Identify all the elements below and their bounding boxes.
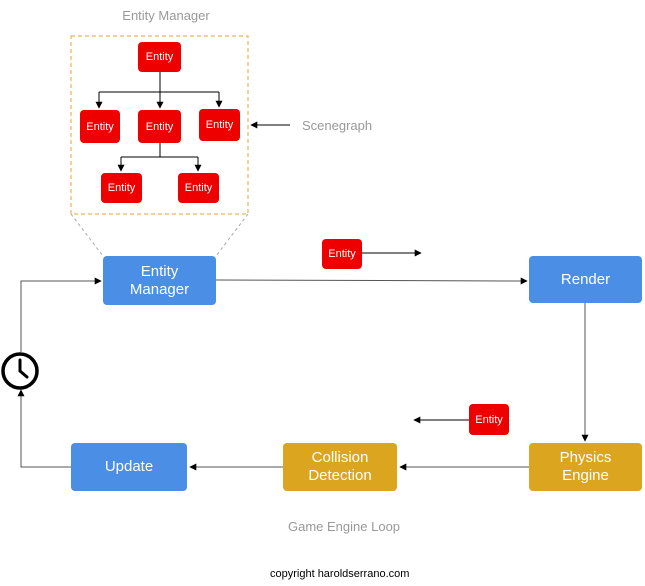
- entity-manager-dashed-frame: [70, 35, 249, 215]
- entity-to-render: Entity: [322, 239, 362, 269]
- scenegraph-grandchild-entity-left: Entity: [101, 173, 142, 203]
- entity-manager-line-1: Entity: [140, 262, 179, 280]
- clock-icon: [1, 352, 39, 390]
- physics-engine-node: Physics Engine: [529, 443, 642, 491]
- loop-caption: Game Engine Loop: [288, 519, 401, 534]
- scenegraph-child-entity-right: Entity: [199, 109, 240, 141]
- scenegraph-grandchild-entity-right: Entity: [178, 173, 219, 203]
- entity-from-physics: Entity: [469, 404, 509, 435]
- manager-to-render-arrow: [215, 277, 528, 285]
- scenegraph-child-entity-middle: Entity: [138, 110, 181, 143]
- zoom-line-left: [70, 213, 104, 257]
- physics-engine-line-2: Engine: [562, 467, 609, 484]
- render-node: Render: [529, 256, 642, 303]
- copyright-text: copyright haroldserrano.com: [270, 568, 410, 580]
- collision-detection-line-1: Collision: [311, 449, 369, 466]
- zoom-line-right: [215, 213, 249, 257]
- entity-manager-node: Entity Manager: [103, 256, 216, 305]
- scenegraph-root-entity: Entity: [138, 42, 181, 72]
- physics-engine-line-1: Physics: [559, 449, 612, 466]
- update-to-clock-line: [17, 389, 71, 468]
- entity-manager-line-2: Manager: [129, 280, 190, 298]
- collision-detection-line-2: Detection: [308, 467, 372, 484]
- collision-detection-node: Collision Detection: [283, 443, 397, 491]
- entity-manager-title: Entity Manager: [122, 8, 210, 23]
- clock-to-manager-line: [20, 277, 102, 352]
- update-node: Update: [71, 443, 187, 491]
- scenegraph-label: Scenegraph: [302, 118, 373, 133]
- scenegraph-child-entity-left: Entity: [80, 110, 120, 143]
